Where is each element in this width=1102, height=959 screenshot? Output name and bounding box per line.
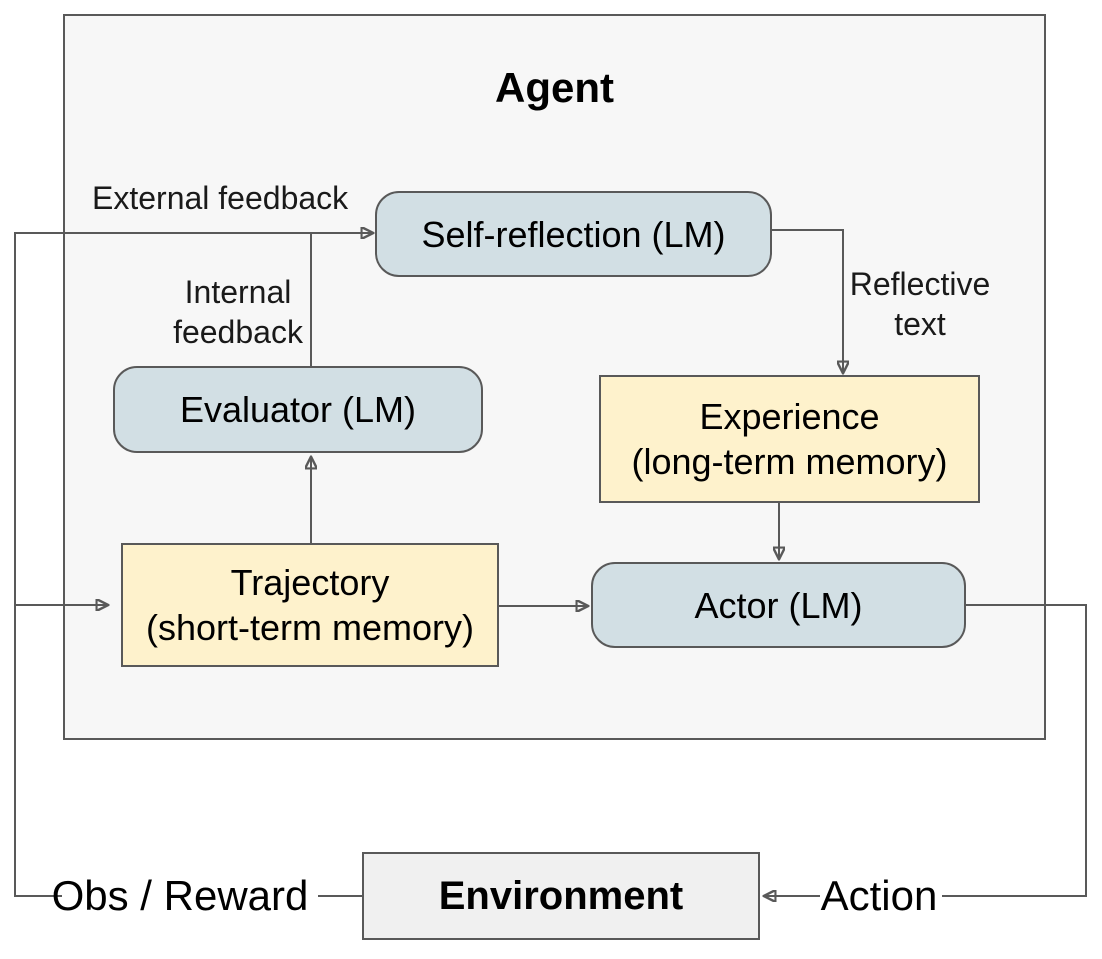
- node-environment-label: Environment: [438, 873, 684, 918]
- node-trajectory-sublabel: (short-term memory): [145, 607, 474, 648]
- node-evaluator: Evaluator (LM): [113, 366, 483, 453]
- label-action: Action: [820, 872, 938, 919]
- node-actor: Actor (LM): [591, 562, 966, 648]
- node-trajectory: Trajectory (short-term memory): [121, 543, 499, 667]
- node-experience-sublabel: (long-term memory): [631, 441, 948, 482]
- node-experience-label: Experience: [699, 396, 880, 437]
- label-external-feedback: External feedback: [92, 180, 349, 216]
- node-actor-label: Actor (LM): [694, 584, 863, 626]
- label-obs-reward: Obs / Reward: [51, 872, 309, 919]
- node-experience: Experience (long-term memory): [599, 375, 980, 503]
- label-internal-feedback: Internal feedback: [173, 274, 303, 350]
- agent-title: Agent: [495, 64, 614, 111]
- node-self-reflection-label: Self-reflection (LM): [421, 213, 726, 255]
- node-evaluator-label: Evaluator (LM): [179, 389, 417, 430]
- node-environment: Environment: [362, 852, 760, 940]
- node-self-reflection: Self-reflection (LM): [375, 191, 772, 277]
- label-reflective-text: Reflective text: [849, 266, 991, 342]
- node-trajectory-label: Trajectory: [230, 562, 390, 603]
